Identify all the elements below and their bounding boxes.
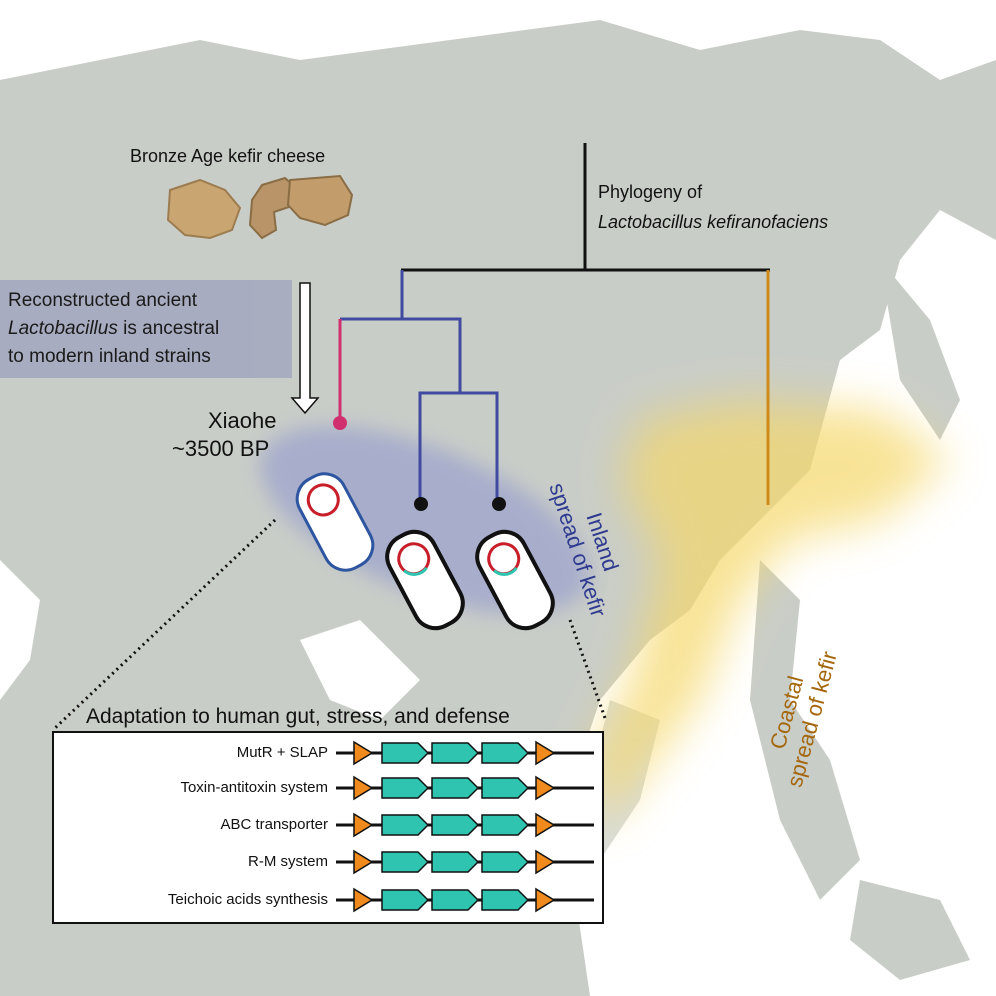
gene-arrow-icon [481, 851, 530, 873]
gene-arrow-icon [431, 889, 480, 911]
zoom-line [53, 518, 277, 730]
mobile-element-icon [535, 887, 556, 913]
mobile-element-icon [353, 849, 374, 875]
cheese-label: Bronze Age kefir cheese [130, 146, 326, 166]
gene-arrow-icon [381, 814, 430, 836]
genus-name: Lactobacillus [8, 318, 118, 339]
phylogenetic-tree [333, 143, 770, 511]
mobile-element-icon [535, 740, 556, 766]
mobile-element-icon [353, 775, 374, 801]
gene-arrow-icon [431, 777, 480, 799]
gene-cluster-diagram [336, 887, 594, 913]
mobile-element-icon [353, 740, 374, 766]
callout-line: to modern inland strains [8, 346, 211, 367]
gene-cluster-label: MutR + SLAP [236, 744, 328, 761]
gene-arrow-icon [481, 889, 530, 911]
cheese-image [166, 174, 354, 240]
gene-cluster-label: ABC transporter [220, 816, 328, 833]
modern-cell-icon [385, 529, 465, 631]
gene-cluster-label: Teichoic acids synthesis [167, 891, 328, 908]
mobile-element-icon [535, 849, 556, 875]
phylogeny-title: Phylogeny of [598, 182, 703, 202]
gene-arrow-icon [431, 814, 480, 836]
gene-arrow-icon [381, 742, 430, 764]
gene-arrow-icon [381, 889, 430, 911]
mobile-element-icon [535, 775, 556, 801]
phylogeny-species: Lactobacillus kefiranofaciens [598, 212, 829, 232]
modern-cell-icon [475, 529, 555, 631]
mobile-element-icon [535, 812, 556, 838]
gene-arrow-icon [431, 851, 480, 873]
mobile-element-icon [353, 812, 374, 838]
gene-arrow-icon [381, 777, 430, 799]
ancient-cell-icon [295, 472, 375, 572]
adaptation-title: Adaptation to human gut, stress, and def… [86, 705, 510, 728]
down-arrow-icon [290, 282, 320, 415]
gene-cluster-diagram [336, 812, 594, 838]
gene-arrow-icon [481, 777, 530, 799]
gene-arrow-icon [381, 851, 430, 873]
gene-cluster-diagram [336, 775, 594, 801]
gene-arrow-icon [481, 742, 530, 764]
site-date: ~3500 BP [172, 436, 270, 461]
mobile-element-icon [353, 887, 374, 913]
coastal-spread-area [590, 400, 950, 830]
gene-cluster-label: R-M system [248, 853, 328, 870]
callout-line: Reconstructed ancient [8, 290, 198, 311]
callout-text: is ancestral [117, 318, 220, 339]
reconstructed-callout: Reconstructed ancient Lactobacillus is a… [0, 280, 292, 378]
gene-cluster-diagram [336, 740, 594, 766]
callout-line: Lactobacillus is ancestral [0, 315, 292, 343]
gene-arrow-icon [481, 814, 530, 836]
gene-cluster-diagram [336, 849, 594, 875]
gene-cluster-label: Toxin-antitoxin system [180, 779, 328, 796]
gene-arrow-icon [431, 742, 480, 764]
site-name: Xiaohe [208, 408, 277, 433]
